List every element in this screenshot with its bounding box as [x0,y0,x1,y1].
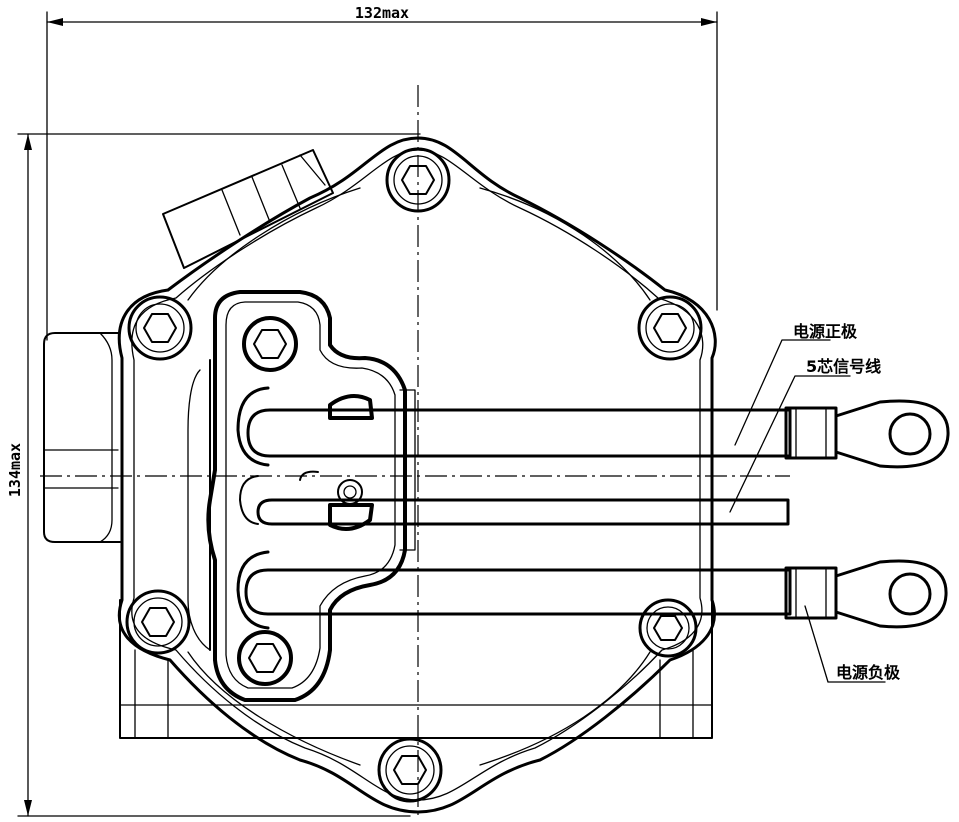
height-dimension-label: 134max [6,443,24,497]
bolt-bottom [377,737,443,803]
leader-positive [734,339,831,446]
side-boss [43,332,121,543]
signal-cable [256,498,790,526]
cover-stud-top [242,316,298,372]
leader-negative [804,605,886,683]
grommets [236,386,374,630]
negative-cable [244,559,948,629]
label-positive-terminal: 电源正极 [793,322,858,341]
height-dimension: 134max [6,133,421,817]
bolt-lower-right [638,598,698,658]
bolt-upper-left [127,295,193,361]
bolt-top [385,147,451,213]
label-signal-cable: 5芯信号线 [806,357,881,376]
bolt-lower-left [125,589,191,655]
centerlines [40,85,790,820]
width-dimension: 132max [46,4,718,341]
top-connector [162,149,334,269]
width-dimension-label: 132max [355,4,409,22]
base-block [119,599,713,739]
housing [117,136,717,814]
positive-cable [246,399,950,469]
bolt-upper-right [637,295,703,361]
label-negative-terminal: 电源负极 [836,663,901,682]
leader-signal [729,375,851,513]
terminal-cover [187,290,416,702]
cover-stud-bottom [237,630,293,686]
